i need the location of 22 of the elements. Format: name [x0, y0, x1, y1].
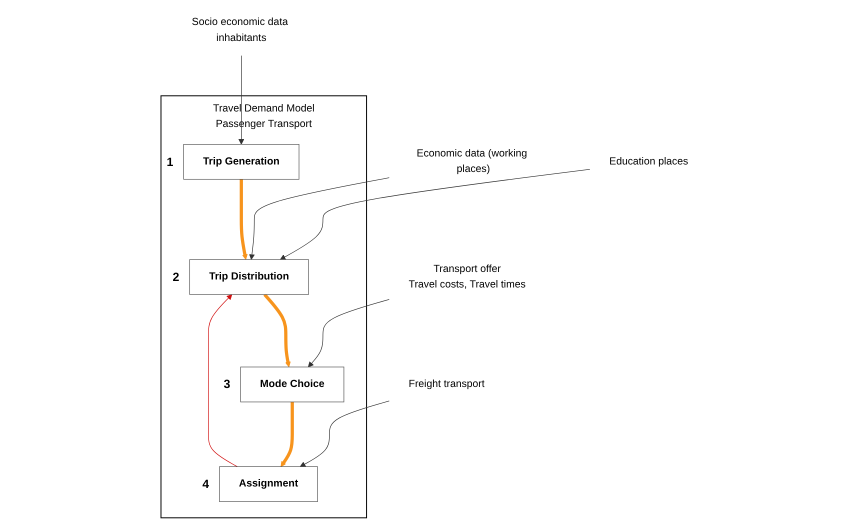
arrow — [239, 179, 248, 260]
arrow — [262, 293, 290, 368]
step-number: 1 — [166, 154, 174, 169]
node-box: Mode Choice — [240, 366, 344, 402]
step-number: 4 — [202, 477, 210, 492]
node-text: Freight transport — [408, 378, 484, 390]
arrow — [238, 55, 244, 145]
node-text: Transport offer Travel costs, Travel times — [408, 263, 526, 290]
node-text: Socio economic data inhabitants — [191, 16, 288, 44]
node-box: Assignment — [218, 466, 318, 502]
node-text: Economic data (working places) — [416, 148, 527, 175]
step-number: 2 — [172, 270, 180, 284]
node-text: Education places — [608, 156, 688, 167]
arrow — [308, 299, 390, 368]
arrow — [300, 400, 390, 467]
arrow — [208, 294, 238, 467]
arrow — [280, 168, 590, 260]
node-box: Trip Generation — [182, 144, 299, 180]
arrow — [280, 402, 294, 467]
node-box: Trip Distribution — [188, 259, 308, 295]
arrow — [248, 177, 390, 260]
step-number: 3 — [224, 377, 230, 392]
